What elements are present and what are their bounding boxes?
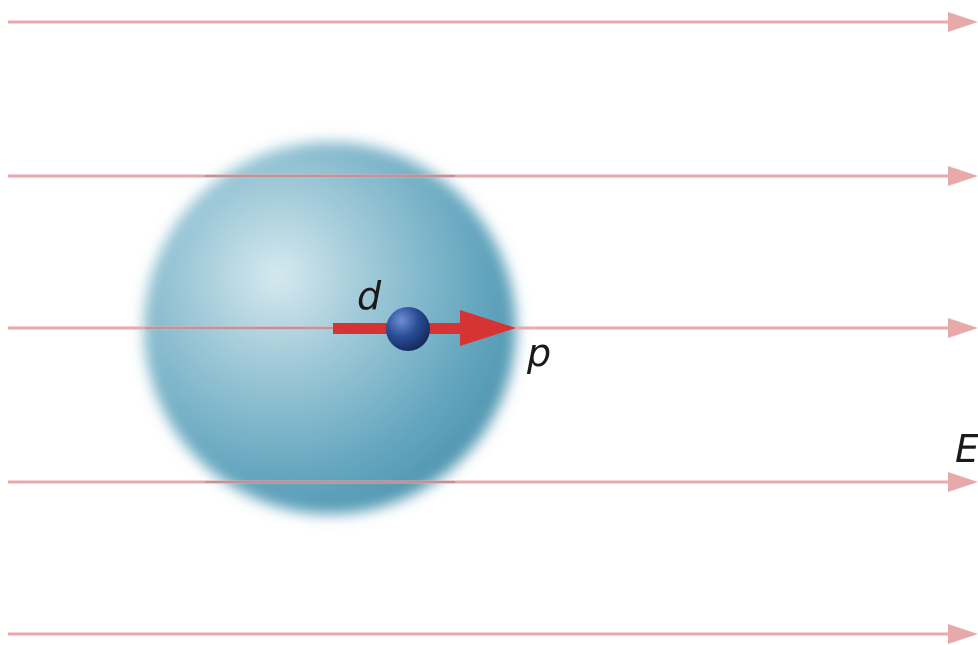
field-line (8, 624, 978, 644)
nucleus (386, 307, 430, 351)
electric-field-label: E (955, 427, 978, 471)
dipole-moment-label: p (526, 331, 551, 375)
field-line (8, 472, 978, 492)
field-line (8, 12, 978, 32)
separation-label: d (357, 274, 382, 318)
field-line (8, 166, 978, 186)
